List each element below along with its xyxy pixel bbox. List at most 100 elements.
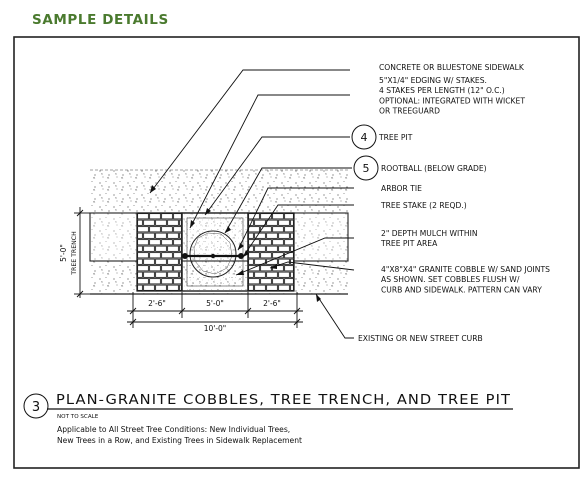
cobble-stone bbox=[137, 278, 149, 285]
cobble-stone bbox=[149, 252, 161, 259]
cobble-stone bbox=[137, 239, 149, 246]
callout-cobble-line-0: 4"X8"X4" GRANITE COBBLE W/ SAND JOINTS bbox=[381, 265, 550, 274]
cobble-stone bbox=[278, 219, 290, 226]
callout-arbor-tie-line-0: ARBOR TIE bbox=[381, 184, 422, 193]
arrow-edging bbox=[190, 220, 195, 228]
callout-balloon-4 bbox=[351, 124, 377, 150]
right-cobble-block bbox=[247, 212, 295, 292]
arrow-tree-pit bbox=[205, 208, 211, 215]
cobble-stone bbox=[266, 284, 278, 291]
callout-number-5: 5 bbox=[363, 162, 370, 175]
cobble-stone bbox=[143, 219, 155, 226]
cobble-stone bbox=[167, 284, 179, 291]
cobble-stone bbox=[149, 226, 161, 233]
cobble-stone bbox=[167, 232, 179, 239]
cobble-stone bbox=[137, 271, 143, 278]
vertical-depth-label: 5'-0" bbox=[59, 244, 68, 262]
callout-edging-line-1: 4 STAKES PER LENGTH (12" O.C.) bbox=[379, 86, 505, 95]
drawing-title: PLAN-GRANITE COBBLES, TREE TRENCH, AND T… bbox=[56, 392, 511, 408]
cobble-stone bbox=[149, 278, 161, 285]
tree-pit-outline bbox=[181, 212, 249, 292]
cobble-stone bbox=[149, 213, 161, 220]
cobble-stone bbox=[278, 271, 290, 278]
cobble-stone bbox=[284, 226, 294, 233]
cobble-stone bbox=[260, 226, 272, 233]
cobble-stone bbox=[143, 258, 155, 265]
cobble-stone bbox=[137, 265, 149, 272]
cobble-stone bbox=[254, 232, 266, 239]
cobble-stone bbox=[161, 239, 173, 246]
leader-sidewalk bbox=[149, 69, 350, 194]
cobble-stone bbox=[149, 265, 161, 272]
cobble-stone bbox=[266, 245, 278, 252]
cobble-stone bbox=[137, 219, 143, 226]
callout-tree-pit-line-0: TREE PIT bbox=[378, 133, 413, 142]
cobble-stone bbox=[137, 284, 143, 291]
leader-rootball bbox=[224, 167, 352, 234]
applicability-note-1: Applicable to All Street Tree Conditions… bbox=[57, 425, 290, 434]
cobble-stone bbox=[161, 226, 173, 233]
callout-mulch-line-0: 2" DEPTH MULCH WITHIN bbox=[381, 229, 478, 238]
leader-mulch bbox=[235, 237, 354, 276]
cobble-stone bbox=[272, 213, 284, 220]
cobble-stone bbox=[266, 232, 278, 239]
dim-total: 10'-0" bbox=[204, 324, 227, 333]
callout-edging-line-2: OPTIONAL: INTEGRATED WITH WICKET bbox=[379, 96, 525, 105]
cobble-stone bbox=[266, 258, 278, 265]
arrow-tree-stake bbox=[243, 250, 249, 257]
cobble-stone bbox=[254, 219, 266, 226]
title-number: 3 bbox=[32, 400, 40, 415]
cobble-stone bbox=[143, 245, 155, 252]
callout-balloon-5 bbox=[353, 155, 379, 181]
arrow-curb bbox=[316, 294, 321, 302]
callout-number-4: 4 bbox=[361, 131, 368, 144]
callout-tree-stake-line-0: TREE STAKE (2 REQD.) bbox=[380, 201, 467, 210]
cobble-stone bbox=[155, 245, 167, 252]
callout-sidewalk-line-0: CONCRETE OR BLUESTONE SIDEWALK bbox=[379, 63, 525, 72]
cobble-stone bbox=[284, 239, 294, 246]
cobble-stone bbox=[260, 278, 272, 285]
cobble-stone bbox=[272, 239, 284, 246]
title-balloon bbox=[23, 393, 49, 419]
dim-left-segment: 2'-6" bbox=[148, 299, 166, 308]
leader-curb bbox=[315, 293, 354, 339]
cobble-stone bbox=[161, 265, 173, 272]
cobble-stone bbox=[149, 239, 161, 246]
cobble-stone bbox=[260, 213, 272, 220]
cobble-stone bbox=[155, 219, 167, 226]
cobble-stone bbox=[254, 258, 266, 265]
cobble-stone bbox=[143, 232, 155, 239]
cobble-stone bbox=[167, 245, 179, 252]
cobble-stone bbox=[167, 271, 179, 278]
cobble-stone bbox=[278, 232, 290, 239]
leader-arbor-tie bbox=[237, 187, 354, 251]
tree-stake-left bbox=[182, 253, 188, 259]
cobble-stone bbox=[167, 219, 179, 226]
cobble-stone bbox=[284, 278, 294, 285]
cobble-stone bbox=[167, 258, 179, 265]
horizontal-dimensions bbox=[127, 292, 303, 328]
cobble-stone bbox=[137, 226, 149, 233]
cobble-stone bbox=[290, 284, 294, 291]
cobble-stone bbox=[290, 232, 294, 239]
cobble-stone bbox=[266, 219, 278, 226]
cobble-stone bbox=[272, 226, 284, 233]
callout-mulch-line-1: TREE PIT AREA bbox=[380, 239, 438, 248]
cobble-stone bbox=[272, 278, 284, 285]
cobble-stone bbox=[260, 239, 272, 246]
arrow-cobble bbox=[270, 264, 277, 269]
cobble-stone bbox=[155, 284, 167, 291]
cobble-stone bbox=[260, 252, 272, 259]
left-cobble-block bbox=[136, 212, 183, 292]
callout-edging-line-0: 5"X1/4" EDGING W/ STAKES. bbox=[379, 76, 487, 85]
cobble-stone bbox=[254, 245, 266, 252]
cobble-stone bbox=[155, 271, 167, 278]
tree-trunk bbox=[210, 253, 216, 259]
section-header: SAMPLE DETAILS bbox=[32, 12, 169, 28]
cobble-stone bbox=[290, 219, 294, 226]
cobble-stone bbox=[266, 271, 278, 278]
scale-note: NOT TO SCALE bbox=[57, 414, 99, 420]
dim-center-segment: 5'-0" bbox=[206, 299, 224, 308]
cobble-stone bbox=[137, 245, 143, 252]
sheet-border bbox=[13, 36, 580, 469]
